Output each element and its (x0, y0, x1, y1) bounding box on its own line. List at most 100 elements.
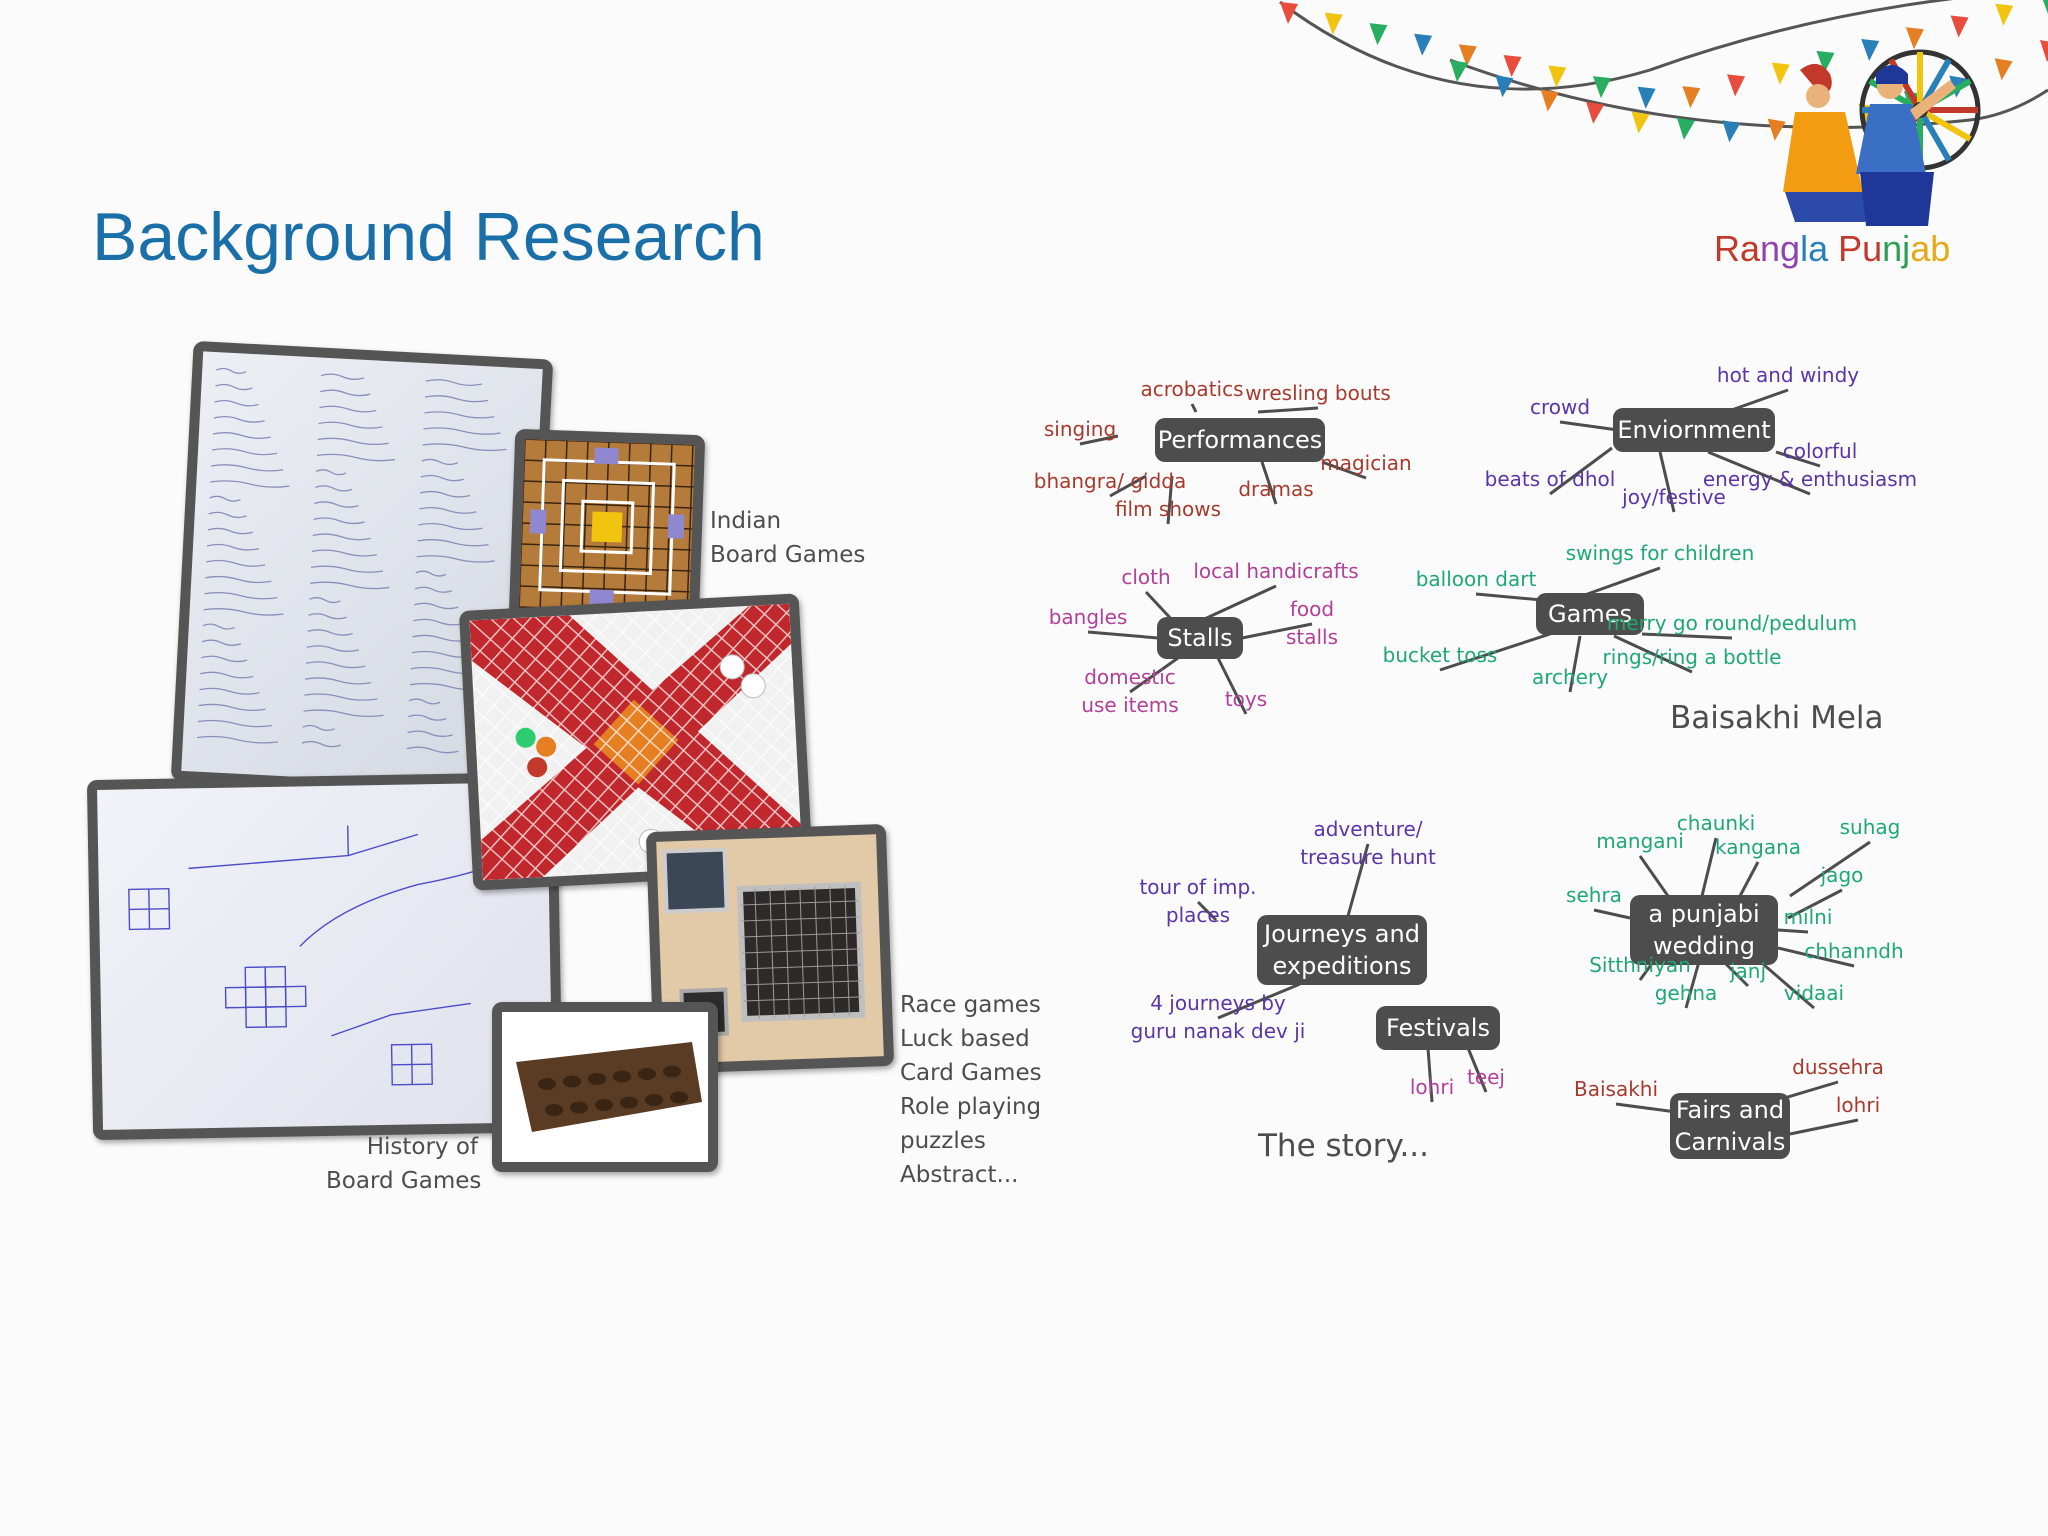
mind-map-connector (1079, 434, 1119, 446)
mind-map-leaf: 4 journeys by (1150, 991, 1286, 1015)
grid-line (743, 996, 862, 1002)
mind-map-connector (1777, 928, 1809, 934)
mind-map-leaf: local handicrafts (1193, 559, 1358, 583)
scribble-line (424, 411, 495, 419)
grid-line (814, 886, 820, 1017)
mind-map-connector (1615, 1102, 1677, 1114)
scribble-line (313, 517, 365, 525)
board-path (558, 478, 656, 576)
grid-line (743, 980, 862, 986)
mind-map-leaf: colorful (1783, 439, 1858, 463)
mind-map-leaf: vidaai (1784, 981, 1844, 1005)
list-item: Role playing (900, 1094, 1042, 1120)
scribble-line (407, 730, 453, 738)
grid-line (799, 886, 805, 1017)
bunting-flag (1369, 23, 1388, 46)
grid-line (523, 480, 694, 488)
scribble-line (423, 427, 501, 435)
scribble-line (199, 687, 260, 695)
scribble-line (315, 485, 353, 492)
scribble-line (213, 416, 265, 423)
scribble-line (215, 367, 247, 374)
grid-line (746, 603, 803, 867)
list-item: Abstract... (900, 1162, 1019, 1188)
mind-map-leaf: merry go round/pedulum (1607, 611, 1857, 635)
mancala-pit (613, 1070, 631, 1083)
mancala-photo (492, 1002, 718, 1172)
scribble-line (301, 740, 342, 748)
scribble-line (417, 539, 489, 547)
mind-map-leaf: toys (1225, 687, 1267, 711)
scribble-line (421, 458, 458, 466)
grid-line (680, 603, 803, 871)
mind-map-leaf: dussehra (1792, 1055, 1884, 1079)
mind-map-leaf: use items (1081, 693, 1178, 717)
mind-map-leaf: stalls (1286, 625, 1338, 649)
notes-photo (170, 340, 554, 800)
mind-map-connector (1260, 461, 1278, 505)
mind-map-connector (1787, 888, 1843, 920)
scribble-line (198, 703, 266, 712)
grid-line (742, 948, 861, 954)
mancala-pit (563, 1075, 581, 1088)
scribble-line (302, 724, 335, 732)
mind-map-leaf: cloth (1121, 565, 1170, 589)
mind-map-leaf: treasure hunt (1300, 845, 1436, 869)
scribble-line (200, 671, 254, 679)
mind-map-center-label: Fairs and (1676, 1096, 1784, 1124)
mind-map-leaf: swings for children (1566, 541, 1755, 565)
scribble-line (316, 453, 395, 462)
scribble-line (309, 597, 341, 604)
indian-board-image (519, 439, 695, 615)
grid-line (614, 603, 803, 874)
mind-map-connector (1549, 446, 1613, 496)
scribble-line (201, 639, 242, 646)
scribble-line (314, 501, 359, 508)
bunting-flag (1994, 58, 2013, 81)
mind-map-connector (1129, 656, 1179, 694)
grid-line (844, 885, 850, 1016)
list-item: puzzles (900, 1128, 986, 1154)
mind-map-connector (1700, 837, 1718, 897)
grid-line (724, 603, 803, 869)
mind-map-connector (1581, 566, 1661, 598)
mind-map-leaf: magician (1320, 451, 1411, 475)
mind-map-connector (1196, 900, 1218, 922)
grid-line (469, 607, 708, 881)
mind-map-leaf: bhangra/ gidda (1034, 469, 1186, 493)
scribble-line (317, 437, 389, 446)
scribble-line (422, 443, 507, 452)
mind-map-leaf: sehra (1566, 883, 1622, 907)
scribble-line (211, 448, 278, 456)
bunting-flag (1414, 33, 1433, 56)
scribble-line (202, 623, 236, 630)
mancala-pit (595, 1099, 613, 1111)
bunting-flag (1458, 44, 1477, 67)
mind-map-center-label: Festivals (1386, 1014, 1490, 1042)
bunting-flag (1586, 101, 1605, 124)
mind-map-connector (1466, 1047, 1488, 1093)
bunting-flag (1905, 27, 1924, 50)
mind-map-connector (1257, 406, 1319, 414)
grid-line (784, 887, 790, 1018)
scribble-line (208, 511, 247, 519)
grid-line (469, 615, 554, 881)
scribble-line (413, 618, 465, 626)
grid-line (732, 606, 803, 854)
mind-map-connector (1241, 622, 1313, 640)
grid-line (658, 603, 803, 872)
mind-map-center-node (1257, 915, 1427, 985)
scribble-line (414, 602, 459, 610)
grid-line (636, 603, 803, 873)
scribble-line (206, 543, 260, 551)
bunting-flag (1816, 50, 1835, 73)
mind-map-4: Journeys andexpeditionsadventure/treasur… (1131, 817, 1436, 1043)
mind-map-connector (1777, 946, 1855, 968)
grid-line (469, 629, 568, 877)
story-caption: The story... (1258, 1128, 1430, 1164)
page-title: Background Research (92, 199, 765, 275)
